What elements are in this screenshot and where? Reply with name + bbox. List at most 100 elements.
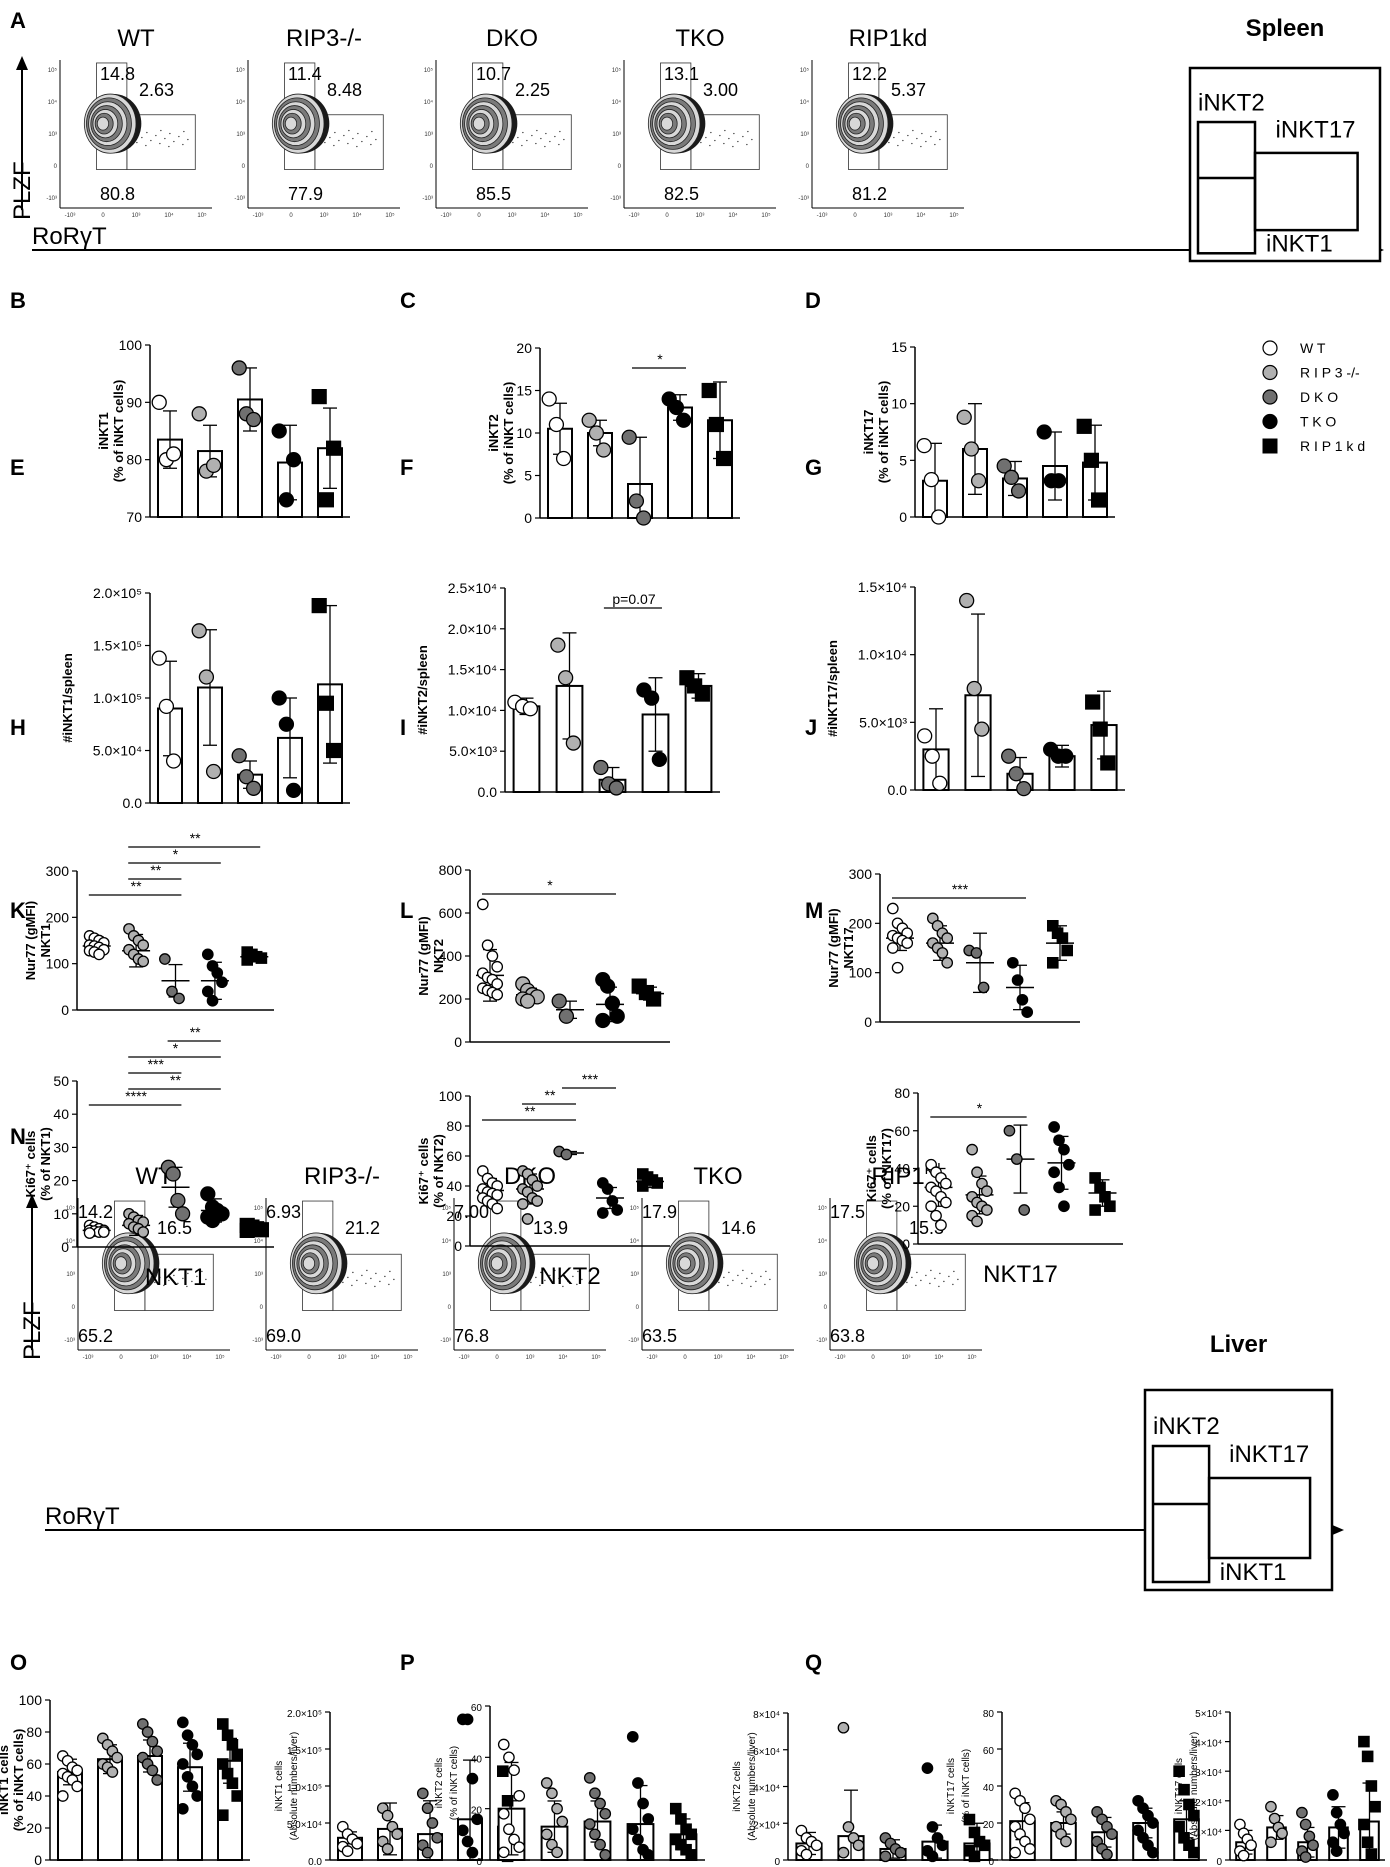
data-point [1061, 944, 1073, 957]
event-dot [747, 130, 749, 133]
event-dot [357, 132, 359, 135]
data-point [930, 509, 947, 525]
panel-letter-H: H [10, 715, 26, 740]
data-point [191, 1748, 204, 1761]
data-point [894, 1846, 907, 1859]
tick-label: 10⁵ [385, 212, 395, 219]
data-point [971, 1166, 983, 1179]
tick-label: 0 [448, 1305, 452, 1311]
event-dot [562, 1285, 564, 1288]
event-dot [361, 140, 363, 143]
data-point [557, 670, 574, 686]
event-dot [356, 145, 358, 148]
panel-letter-Q: Q [805, 1650, 822, 1675]
data-point [936, 1839, 949, 1852]
group-name: RIP3-/- [286, 25, 362, 52]
quadrant-bottom-left: 77.9 [288, 184, 323, 204]
tick-label: 0 [871, 1355, 875, 1361]
data-point [546, 1787, 558, 1800]
contour-ring [660, 116, 674, 131]
quadrant-top-right: 8.48 [327, 80, 362, 100]
legend-marker [1262, 413, 1278, 430]
event-dot [765, 1270, 767, 1273]
data-point [926, 1821, 939, 1833]
event-dot [365, 1282, 367, 1285]
data-point [1092, 721, 1108, 737]
data-point [206, 994, 219, 1007]
event-dot [572, 1275, 574, 1278]
data-point [1330, 1845, 1343, 1857]
data-point [513, 1789, 526, 1802]
data-point [588, 425, 605, 441]
data-point [837, 1721, 850, 1734]
data-point [1010, 1153, 1023, 1165]
data-point [1188, 1809, 1200, 1822]
event-dot [356, 1279, 358, 1282]
tick-label: 10⁵ [818, 1205, 828, 1212]
event-dot [751, 1272, 753, 1275]
data-point [93, 948, 105, 961]
event-dot [939, 1272, 941, 1275]
data-point [159, 953, 171, 965]
y-tick-label: 0 [774, 1857, 780, 1867]
bar [684, 684, 713, 793]
tick-label: 10⁵ [236, 67, 246, 74]
y-tick-label: 100 [119, 337, 143, 353]
data-point [186, 1738, 199, 1751]
event-dot [160, 129, 162, 132]
data-point [461, 1713, 474, 1726]
sig-label: *** [952, 881, 969, 897]
tick-label: 10⁵ [66, 1205, 76, 1212]
data-point [940, 1177, 952, 1190]
y-tick-label: 200 [849, 915, 873, 931]
event-dot [554, 135, 556, 138]
gate-label-inkt1: iNKT1 [1220, 1559, 1287, 1586]
contour-plot [271, 93, 330, 154]
data-point [311, 389, 327, 405]
tick-label: 10³ [508, 213, 517, 219]
panel-letter-F: F [400, 455, 413, 480]
sig-label: ** [190, 1024, 201, 1040]
data-point [226, 1738, 239, 1751]
data-point [1018, 1204, 1031, 1216]
data-point [694, 686, 710, 702]
quadrant-bottom-left: 82.5 [664, 184, 699, 204]
event-dot [177, 1282, 179, 1285]
x-axis-label: RoRγT [32, 223, 107, 250]
y-tick-label: 0 [902, 1236, 910, 1252]
data-point [491, 960, 504, 973]
data-point [516, 1198, 529, 1210]
tick-label: 10³ [338, 1355, 347, 1361]
data-point [1147, 1817, 1159, 1829]
event-dot [710, 131, 712, 134]
sig-label: **** [125, 1088, 147, 1104]
y-tick-label: 1×10⁴ [1195, 1827, 1222, 1838]
event-dot [186, 1285, 188, 1288]
event-dot [388, 1283, 390, 1286]
gate-label-inkt17: iNKT17 [1229, 1441, 1309, 1468]
event-dot [324, 141, 326, 144]
event-dot [521, 144, 523, 147]
schematic-gate-right [1253, 151, 1359, 232]
data-point [1050, 473, 1067, 489]
y-tick-label: 80 [126, 452, 142, 468]
tick-label: 0 [824, 1305, 828, 1311]
quadrant-bottom-left: 65.2 [78, 1326, 113, 1346]
data-point [151, 394, 167, 410]
data-point [1046, 956, 1059, 969]
sig-label: *** [148, 1056, 165, 1072]
event-dot [329, 136, 331, 139]
data-point [181, 1770, 194, 1783]
event-dot [334, 131, 336, 134]
tick-label: 10⁴ [612, 99, 622, 106]
data-point [923, 471, 940, 488]
quadrant-top-right: 21.2 [345, 1218, 380, 1238]
sig-label: * [657, 351, 663, 367]
event-dot [934, 1277, 936, 1280]
data-point [391, 1828, 404, 1840]
data-point [886, 902, 899, 915]
